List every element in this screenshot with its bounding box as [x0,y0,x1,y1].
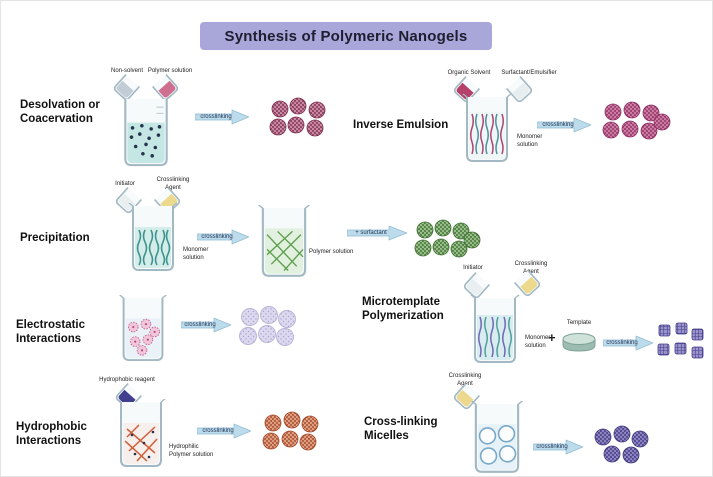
reagent-label-initiator: Initiator [463,265,483,271]
reagent-label-hydrophobic-reagent: Hydrophobic reagent [99,377,155,383]
reagent-label-crosslinking-agent: Crosslinking Agent [514,261,548,275]
beaker-icon-microtemplate [470,294,520,363]
reagent-label-nonsolvent: Non-solvent [110,68,143,74]
surfactant-arrow: + surfactant [346,225,408,241]
crosslinking-arrow: crosslinking [602,335,654,351]
reagent-label-organic-solvent: Organic Solvent [447,70,491,76]
plus-sign: + [548,330,556,345]
arrow-label: crosslinking [200,114,232,120]
reagent-label-surfactant: Surfactant/Emulsifier [501,70,557,76]
crosslinking-arrow: crosslinking [536,117,592,133]
method-label-precipitation: Precipitation [20,232,90,244]
nanogel-particles-micelles [594,425,649,464]
nanogel-particles-inverse-emulsion [602,101,671,140]
beaker-label-monomer-solution: Monomer solution [183,247,209,261]
beaker-icon-hydrophobic [116,399,166,467]
template-label: Template [566,320,592,326]
beaker-icon-micelles [471,401,523,473]
crosslinking-arrow: crosslinking [180,317,232,333]
beaker-label-polymer-solution: Polymer solution [309,249,354,255]
pour-beaker-icon [514,270,541,297]
arrow-label: crosslinking [536,444,568,450]
nanogel-particles-desolvation [269,97,326,137]
arrow-label: crosslinking [201,234,233,240]
pour-beaker-icon [463,272,490,299]
method-label-inverse-emulsion: Inverse Emulsion [353,119,449,131]
beaker-icon-precipitation-polymer [258,205,310,277]
beaker-label-monomer-solution: Monomer solution [525,335,551,349]
reagent-label-initiator: Initiator [115,181,135,187]
arrow-label: crosslinking [202,428,234,434]
arrow-label: crosslinking [184,322,216,328]
page-title: Synthesis of Polymeric Nanogels [200,22,492,50]
reagent-label-polymer-solution: Polymer solution [147,68,193,74]
method-label-desolvation: Desolvation or Coacervation [20,99,100,126]
crosslinking-arrow: crosslinking [532,439,584,455]
pour-beaker-icon [506,76,533,103]
pour-beaker-icon [152,74,179,101]
nanogel-particles-hydrophobic [262,411,319,451]
arrow-label: crosslinking [606,340,638,346]
crosslinking-arrow: crosslinking [196,229,250,245]
method-label-hydrophobic: Hydrophobic Interactions [16,421,87,448]
nanogel-particles-precipitation [414,219,481,258]
method-label-electrostatic: Electrostatic Interactions [16,319,86,346]
beaker-icon-precipitation-monomer [128,203,178,271]
beaker-label-hydrophilic-polymer: Hydrophilic Polymer solution [169,444,214,458]
method-label-micelles: Cross-linking Micelles [364,416,438,443]
nanogel-particles-microtemplate [657,322,704,359]
arrow-label: crosslinking [542,122,574,128]
method-label-microtemplate: Microtemplate Polymerization [362,296,444,323]
crosslinking-arrow: crosslinking [194,109,250,125]
reagent-label-crosslinking-agent: Crosslinking Agent [156,177,190,191]
beaker-icon-desolvation [120,95,172,167]
beaker-icon-inverse-emulsion [462,93,512,162]
template-cylinder-icon [562,333,596,352]
nanogel-particles-electrostatic [239,306,296,346]
crosslinking-arrow: crosslinking [196,423,252,439]
pour-beaker-icon [113,74,140,101]
arrow-label: + surfactant [355,230,387,236]
beaker-label-monomer-solution: Monomer solution [517,134,543,148]
beaker-icon-electrostatic [119,295,167,362]
